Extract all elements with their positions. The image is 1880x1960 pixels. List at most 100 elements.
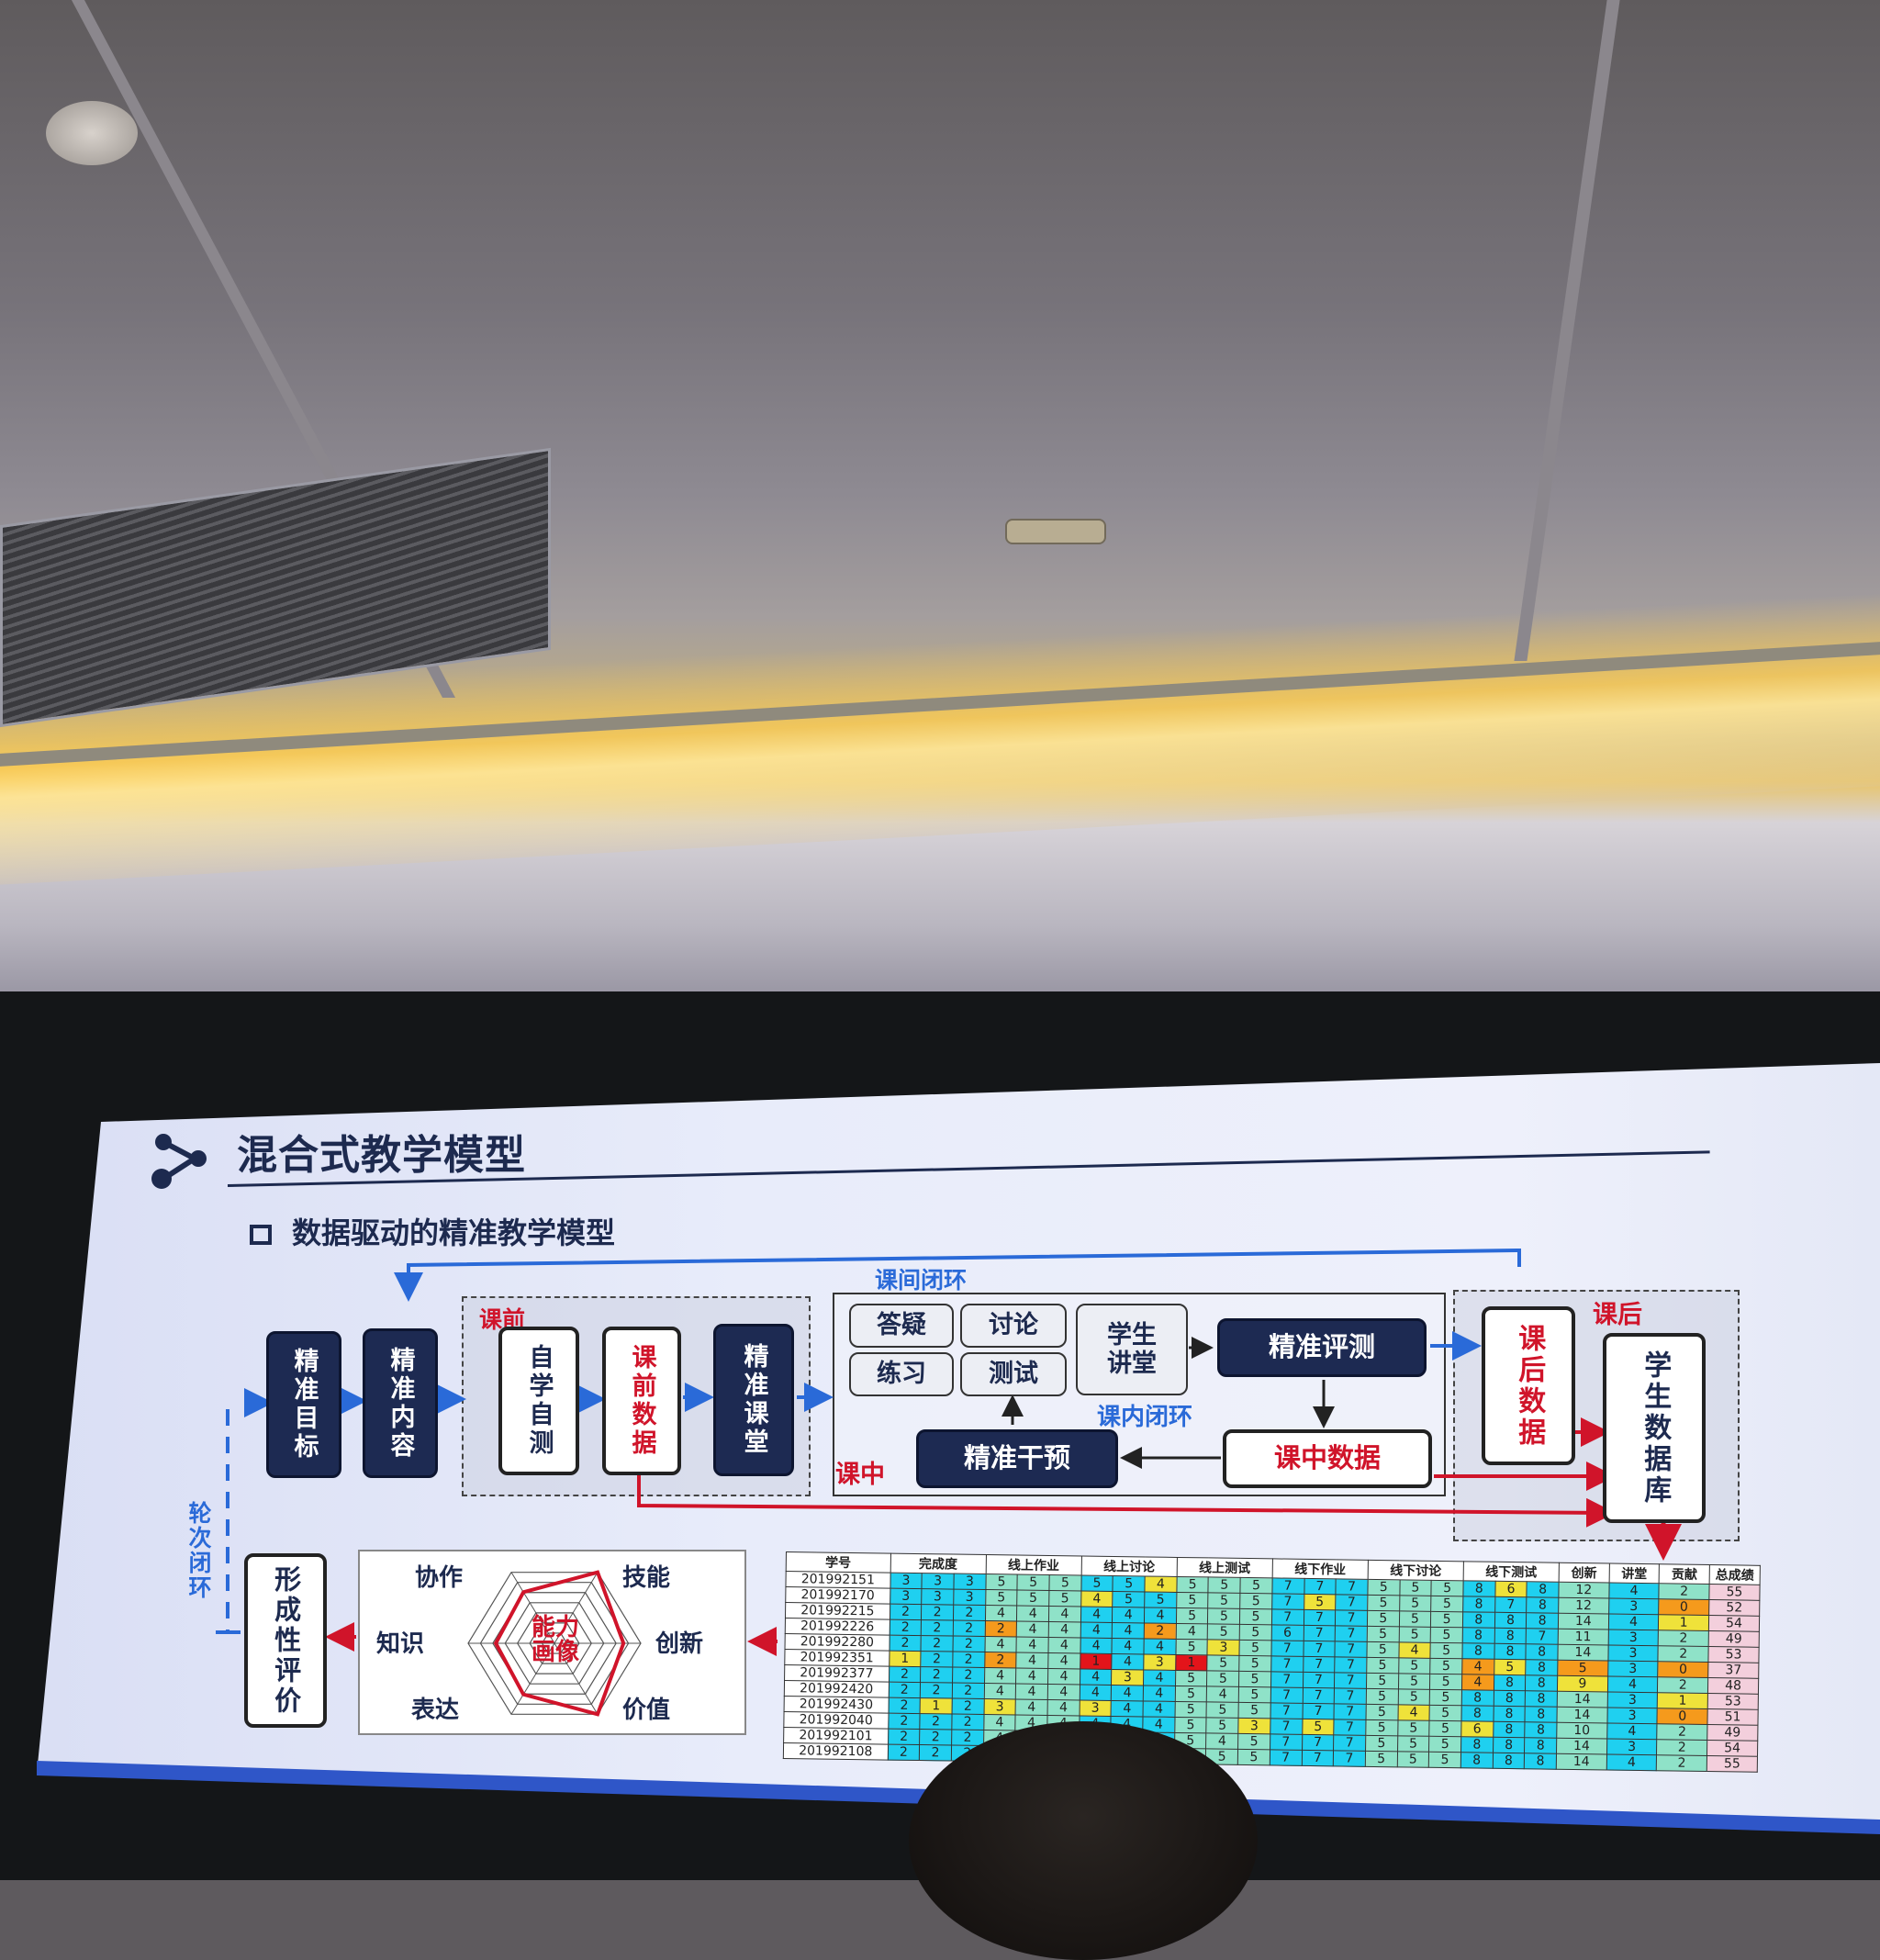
score-cell: 4 — [1016, 1652, 1048, 1669]
score-cell: 8 — [1525, 1690, 1558, 1708]
score-cell: 5 — [1239, 1608, 1272, 1625]
score-cell: 4 — [1606, 1754, 1657, 1771]
student-id-cell: 201992280 — [785, 1633, 890, 1652]
score-cell: 5 — [1080, 1574, 1113, 1592]
score-cell: 5 — [1429, 1705, 1462, 1721]
score-cell: 2 — [921, 1651, 953, 1668]
score-cell: 5 — [1174, 1701, 1207, 1718]
score-cell: 4 — [1016, 1637, 1049, 1653]
score-cell: 4 — [1048, 1606, 1081, 1622]
score-cell: 4 — [1397, 1704, 1430, 1721]
score-cell: 5 — [1302, 1719, 1335, 1735]
score-cell: 7 — [1526, 1628, 1559, 1645]
score-cell: 2 — [889, 1635, 922, 1652]
score-cell: 5 — [1048, 1574, 1081, 1591]
score-cell: 7 — [1270, 1686, 1303, 1704]
score-cell: 5 — [1366, 1641, 1399, 1658]
score-cell: 1 — [889, 1651, 922, 1667]
score-cell: 7 — [1303, 1641, 1336, 1657]
score-cell: 5 — [1397, 1688, 1430, 1706]
score-cell: 5 — [1238, 1702, 1271, 1719]
score-cell: 4 — [1461, 1674, 1494, 1691]
table-column-header: 线下作业 — [1271, 1558, 1369, 1580]
score-cell: 14 — [1558, 1613, 1609, 1630]
score-cell: 53 — [1707, 1693, 1759, 1710]
score-cell: 2 — [919, 1744, 952, 1762]
score-cell: 2 — [921, 1604, 954, 1621]
radar-axis-label: 价值 — [622, 1697, 671, 1724]
score-cell: 8 — [1494, 1612, 1527, 1629]
score-cell: 12 — [1558, 1582, 1609, 1599]
score-cell: 3 — [921, 1588, 954, 1606]
score-cell: 2 — [921, 1619, 954, 1637]
qa-box: 答疑 — [849, 1304, 954, 1348]
pre-class-data-box: 课前数据 — [602, 1327, 681, 1475]
score-cell: 4 — [985, 1605, 1018, 1622]
score-cell: 2 — [952, 1636, 985, 1652]
score-cell: 5 — [1208, 1576, 1241, 1594]
score-cell: 2 — [984, 1652, 1017, 1669]
score-cell: 7 — [1494, 1596, 1528, 1613]
score-cell: 5 — [1557, 1660, 1608, 1677]
score-cell: 4 — [1080, 1637, 1113, 1654]
score-cell: 5 — [1367, 1579, 1400, 1596]
score-cell: 2 — [920, 1666, 953, 1684]
score-cell: 5 — [1399, 1595, 1432, 1612]
after-class-label: 课后 — [1593, 1301, 1642, 1329]
score-cell: 4 — [1608, 1614, 1659, 1630]
table-column-header: 线上测试 — [1176, 1557, 1273, 1578]
score-cell: 5 — [1207, 1607, 1240, 1625]
score-cell: 8 — [1460, 1705, 1494, 1722]
score-cell: 4 — [1047, 1668, 1080, 1685]
student-id-cell: 201992377 — [784, 1664, 890, 1683]
score-cell: 3 — [890, 1573, 923, 1589]
score-cell: 3 — [890, 1588, 923, 1605]
radar-axis-label: 技能 — [622, 1564, 671, 1592]
score-cell: 5 — [1398, 1610, 1431, 1628]
score-cell: 14 — [1556, 1738, 1607, 1755]
score-cell: 8 — [1493, 1721, 1526, 1738]
score-cell: 5 — [1207, 1654, 1240, 1672]
score-cell: 2 — [920, 1713, 952, 1730]
score-cell: 4 — [1143, 1669, 1176, 1686]
score-cell: 37 — [1707, 1662, 1759, 1679]
score-cell: 4 — [1047, 1699, 1080, 1716]
score-cell: 54 — [1708, 1615, 1760, 1632]
score-cell: 2 — [953, 1605, 986, 1621]
score-cell: 5 — [1367, 1626, 1399, 1642]
score-cell: 4 — [1080, 1606, 1113, 1623]
score-cell: 5 — [1398, 1626, 1431, 1643]
score-cell: 5 — [1429, 1658, 1462, 1674]
score-cell: 5 — [1144, 1591, 1177, 1608]
score-cell: 2 — [920, 1682, 953, 1699]
score-cell: 7 — [1304, 1578, 1337, 1595]
radar-chart — [467, 1570, 642, 1717]
score-cell: 4 — [1144, 1607, 1177, 1624]
score-cell: 2 — [1659, 1583, 1710, 1600]
score-cell: 7 — [1301, 1750, 1334, 1766]
score-cell: 7 — [1302, 1703, 1335, 1719]
score-cell: 5 — [1174, 1717, 1207, 1733]
score-cell: 2 — [1657, 1676, 1708, 1694]
score-cell: 3 — [953, 1589, 986, 1606]
score-cell: 7 — [1336, 1578, 1369, 1596]
score-cell: 7 — [1271, 1577, 1304, 1595]
score-cell: 2 — [888, 1697, 921, 1714]
score-cell: 5 — [1238, 1655, 1271, 1672]
score-cell: 5 — [1017, 1590, 1049, 1607]
score-cell: 4 — [1015, 1699, 1048, 1716]
discussion-box: 讨论 — [960, 1304, 1067, 1348]
score-cell: 5 — [1206, 1701, 1239, 1719]
score-cell: 8 — [1492, 1753, 1525, 1769]
score-cell: 48 — [1707, 1677, 1759, 1695]
table-column-header: 学号 — [786, 1551, 891, 1574]
score-cell: 5 — [1017, 1574, 1050, 1591]
score-cell: 4 — [984, 1667, 1017, 1685]
table-column-header: 讲堂 — [1608, 1563, 1660, 1584]
score-cell: 5 — [1176, 1576, 1209, 1593]
score-cell: 5 — [1397, 1735, 1430, 1753]
score-cell: 1 — [920, 1697, 953, 1715]
score-cell: 2 — [888, 1729, 921, 1745]
score-cell: 5 — [985, 1574, 1018, 1591]
score-cell: 7 — [1270, 1640, 1304, 1657]
